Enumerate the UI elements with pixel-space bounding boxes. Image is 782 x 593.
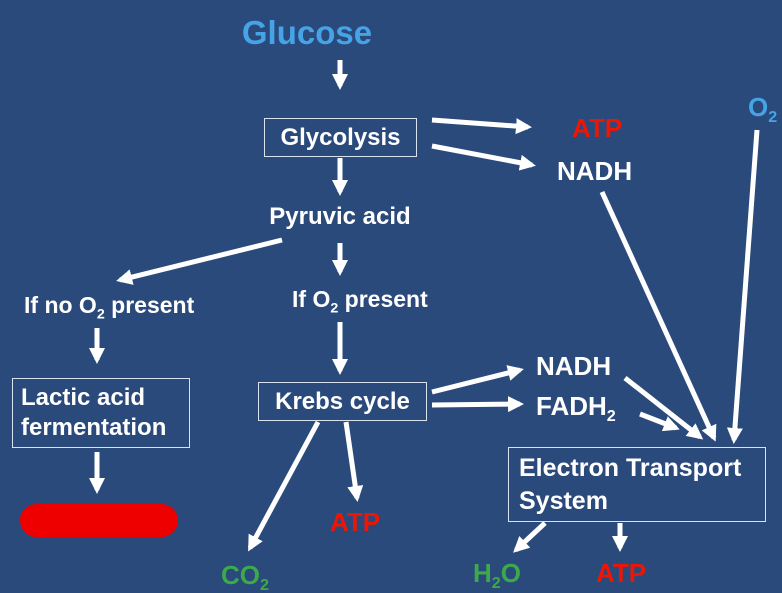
krebs-label: Krebs cycle <box>275 387 410 415</box>
arrow-nadh-top-to-ets <box>599 190 717 442</box>
electron-transport-system-box: Electron Transport System <box>508 447 766 522</box>
glycolysis-box: Glycolysis <box>264 118 417 157</box>
label-atp-krebs: ATP <box>330 507 381 537</box>
arrow-pyruvic-to-no-o2 <box>116 237 283 285</box>
arrow-krebs-to-fadh2 <box>431 396 524 413</box>
arrow-krebs-to-nadh <box>431 365 524 395</box>
label-nadh-krebs: NADH <box>536 351 612 381</box>
lactic-acid-fermentation-box: Lactic acid fermentation <box>12 378 190 448</box>
arrow-krebs-to-co2 <box>247 420 321 552</box>
ets-label-line2: System <box>519 486 608 515</box>
label-pyruvic-acid: Pyruvic acid <box>269 203 411 230</box>
ets-label-line1: Electron Transport <box>519 453 742 482</box>
label-co2: CO2 <box>221 560 269 593</box>
red-pill <box>20 504 178 537</box>
arrow-ets-to-h2o <box>513 521 547 553</box>
arrow-krebs-to-atp <box>343 421 364 502</box>
label-atp-glycolysis: ATP <box>572 113 623 143</box>
label-if-no-o2-present: If no O2 present <box>24 292 195 323</box>
label-o2: O2 <box>748 92 778 127</box>
arrow-nadh-mid-to-ets <box>623 376 704 440</box>
label-h2o: H2O <box>473 558 521 593</box>
krebs-cycle-box: Krebs cycle <box>258 382 427 421</box>
label-nadh-glycolysis: NADH <box>557 156 633 186</box>
label-fadh2: FADH2 <box>536 391 616 426</box>
arrow-glycolysis-to-atp <box>431 117 532 135</box>
arrow-o2-to-ets <box>726 129 760 444</box>
label-atp-ets: ATP <box>596 558 647 588</box>
lactic-label-line1: Lactic acid <box>21 384 146 411</box>
glycolysis-label: Glycolysis <box>280 123 401 151</box>
lactic-label-line2: fermentation <box>21 414 167 441</box>
arrow-glycolysis-to-nadh <box>431 143 536 171</box>
arrow-fadh2-to-ets <box>639 411 680 432</box>
label-glucose: Glucose <box>241 14 373 51</box>
label-if-o2-present: If O2 present <box>292 286 428 317</box>
